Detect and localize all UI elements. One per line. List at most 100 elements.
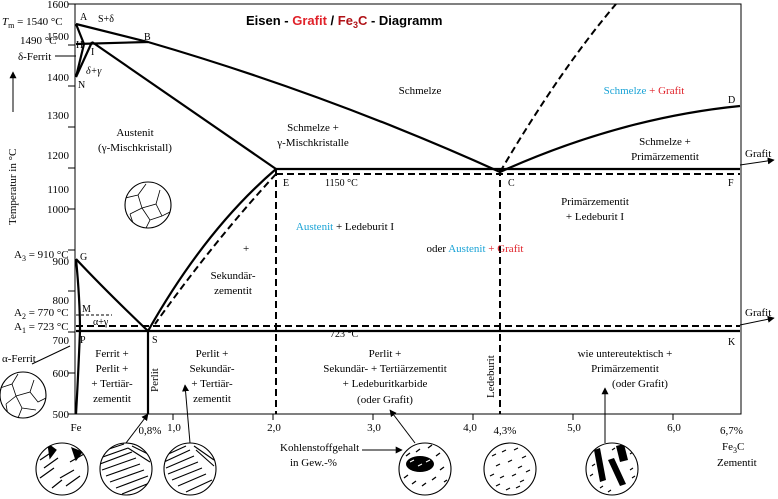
y-tick-1100: 1100 [47,184,69,196]
plus-sign: + [243,243,249,255]
schmelze-primaer-label-2: Primärzementit [631,151,699,163]
gamma-mischkristall-label: (γ-Mischkristall) [98,142,172,154]
y-tick-500: 500 [53,409,70,421]
x-axis-label-line2: in Gew.-% [290,457,337,469]
schmelze-grafit-label: Schmelze + Grafit [604,85,685,97]
t723-label: 723 °C [330,329,358,340]
oder-austenit-grafit-label: oder Austenit + Grafit [427,243,524,255]
ferrit-perlit-label-3: + Tertiär- [91,378,133,390]
y-axis-label: Temperatur in °C [7,149,19,225]
y-tick-1000: 1000 [47,204,70,216]
x-tick-4-3: 4,3% [494,425,517,437]
grafit-label-upper: Grafit [745,148,771,160]
y-tick-1500: 1500 [47,31,70,43]
primaer-ledeburit-label-1: Primärzementit [561,196,629,208]
graphite-arrow-723 [739,315,775,326]
delta-ferrit-label: δ-Ferrit [18,51,51,63]
alpha-ferrit-pointer [31,345,71,365]
schmelze-primaer-label-1: Schmelze + [639,136,691,148]
sekundaer-label-2: zementit [214,285,252,297]
point-f: F [728,178,734,189]
alpha-ferrite-micrograph [0,371,47,419]
x-tick-6: 6,0 [667,422,681,434]
point-c: C [508,178,515,189]
perlit-mid-label-3: + Ledeburitkarbide [343,378,428,390]
y-tick-1300: 1300 [47,110,70,122]
micrograph-perlite-sekundaer [163,384,217,496]
micrograph-ledeburit [483,442,537,496]
gamma-mischkristalle-label: γ-Mischkristalle [276,137,349,149]
x-tick-5: 5,0 [567,422,581,434]
y-tick-700: 700 [53,335,70,347]
x-tick-3: 3,0 [367,422,381,434]
phase-lines [74,3,741,415]
y-tick-900: 900 [53,256,70,268]
y-axis-ticks [68,3,75,415]
point-e: E [283,178,289,189]
x-end-zementit: Zementit [717,457,757,469]
primaer-ledeburit-label-2: + Ledeburit I [566,211,624,223]
schmelze-plus-label: Schmelze + [287,122,339,134]
point-d: D [728,95,735,106]
x-tick-0-8: 0,8% [139,425,162,437]
alpha-gamma-label: α+γ [93,317,109,328]
untereut-label-1: wie untereutektisch + [578,348,673,360]
ferrit-perlit-label-1: Ferrit + [95,348,128,360]
sekundaer-label-1: Sekundär- [211,270,256,282]
perlit-sek-label-4: zementit [193,393,231,405]
y-tick-1400: 1400 [47,72,70,84]
tm-label: Tm = 1540 °C [2,16,63,30]
perlit-vertical-label: Perlit [149,368,161,392]
micrograph-primaerzementit [585,387,639,496]
perlit-sek-label-1: Perlit + [196,348,229,360]
x-tick-1: 1,0 [167,422,181,434]
point-p: P [80,335,86,346]
austenit-label: Austenit [116,127,153,139]
micrograph-perlite [99,413,153,496]
schmelze-label: Schmelze [399,85,442,97]
perlit-mid-label-4: (oder Grafit) [357,394,413,406]
point-g: G [80,252,87,263]
perlit-mid-label-1: Perlit + [369,348,402,360]
untereut-label-3: (oder Grafit) [612,378,668,390]
austenite-grain-micrograph [124,181,172,229]
point-s: S [152,335,158,346]
delta-gamma-label: δ+γ [86,66,102,77]
perlit-sek-label-3: + Tertiär- [191,378,233,390]
micrograph-ferrite-perlite [35,442,89,496]
a3-label: A3 = 910 °C [14,249,69,263]
grafit-label-lower: Grafit [745,307,771,319]
y-tick-1200: 1200 [47,150,70,162]
t1490-label: 1490 °C [20,35,57,47]
point-n: N [78,80,85,91]
micrograph-ledeburit-perlit [389,409,452,496]
alpha-ferrit-label: α-Ferrit [2,353,36,365]
perlit-sek-label-2: Sekundär- [190,363,235,375]
y-tick-800: 800 [53,295,70,307]
point-i: I [91,47,94,58]
point-a: A [80,12,88,23]
graphite-arrow-1150 [739,157,775,166]
s-delta-label: S+δ [98,14,114,25]
point-h: H [76,40,83,51]
a1-label: A1 = 723 °C [14,321,69,335]
ferrit-perlit-label-2: Perlit + [96,363,129,375]
x-axis-ticks [172,414,674,420]
point-b: B [144,32,151,43]
point-m: M [82,304,91,315]
diagram-title: Eisen - Grafit / Fe3C - Diagramm [246,13,442,30]
t1150-label: 1150 °C [325,178,358,189]
x-tick-2: 2,0 [267,422,281,434]
x-tick-fe: Fe [71,422,82,434]
x-end-fe3c: Fe3C [722,441,744,455]
x-tick-4: 4,0 [463,422,477,434]
y-tick-600: 600 [53,368,70,380]
perlit-mid-label-2: Sekundär- + Tertiärzementit [323,363,447,375]
ledeburit-vertical-label: Ledeburit [485,355,497,398]
x-end-value: 6,7% [720,425,743,437]
austenit-ledeburit-label: Austenit + Ledeburit I [296,221,394,233]
x-axis-label-line1: Kohlenstoffgehalt [280,442,359,454]
point-k: K [728,337,736,348]
a2-label: A2 = 770 °C [14,307,69,321]
